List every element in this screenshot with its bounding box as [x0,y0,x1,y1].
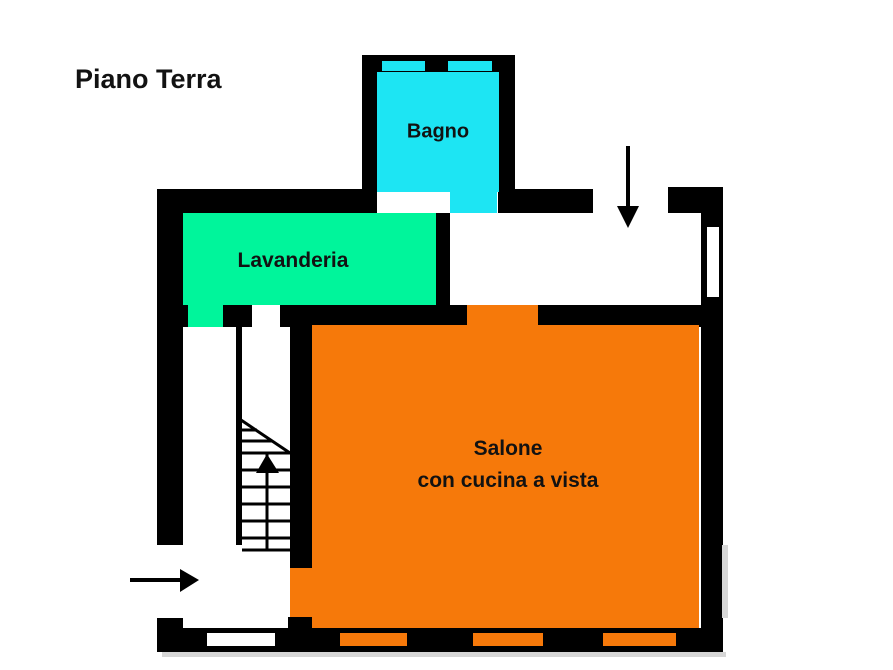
window-salone-bottom-1 [340,633,407,646]
wall-bagno-right [498,55,515,213]
staircase [240,418,291,552]
room-lavanderia [183,213,436,305]
door-salone-top [467,305,538,327]
room-label-salone-line2: con cucina a vista [417,469,599,492]
door-bagno [450,192,497,213]
room-bagno [377,72,499,192]
wall-door-jamb-bottom [288,617,312,630]
shadow-bottom-edge [162,652,726,657]
window-salone-bottom-2 [473,633,543,646]
wall-top-right [668,187,723,213]
wall-mid-band-c [280,305,467,327]
window-right-wall [707,227,719,297]
door-salone-left [290,568,312,617]
wall-top-left [157,189,362,213]
stairs-break-diagonal [240,418,291,455]
wall-left [157,189,183,545]
wall-mid-band-a [157,305,188,327]
shadow-right-edge [722,545,728,618]
room-label-bagno: Bagno [406,120,470,143]
window-bagno-2 [448,61,492,71]
terrace-down-arrow-icon [617,146,639,228]
wall-right [701,211,723,652]
wall-top-mid [515,189,593,213]
room-salone [312,325,699,628]
wall-lavanderia-right [436,213,450,327]
door-lavanderia [188,305,223,327]
room-label-lavanderia: Lavanderia [237,249,349,272]
wall-stair-left [236,327,242,545]
window-salone-bottom-3 [603,633,676,646]
stairs-up-arrow-icon [256,454,279,473]
page-title: Piano Terra [75,64,222,94]
wall-mid-band-b [223,305,252,327]
room-label-salone-line1: Salone [473,437,543,460]
room-label-salone: Salone con cucina a vista [418,433,599,497]
window-bagno-1 [382,61,425,71]
wall-mid-band-d [538,305,704,327]
window-corridor-bottom [207,633,275,646]
entrance-right-arrow-icon [130,569,199,592]
wall-stair-right [290,305,312,568]
wall-bagno-left [362,55,377,213]
